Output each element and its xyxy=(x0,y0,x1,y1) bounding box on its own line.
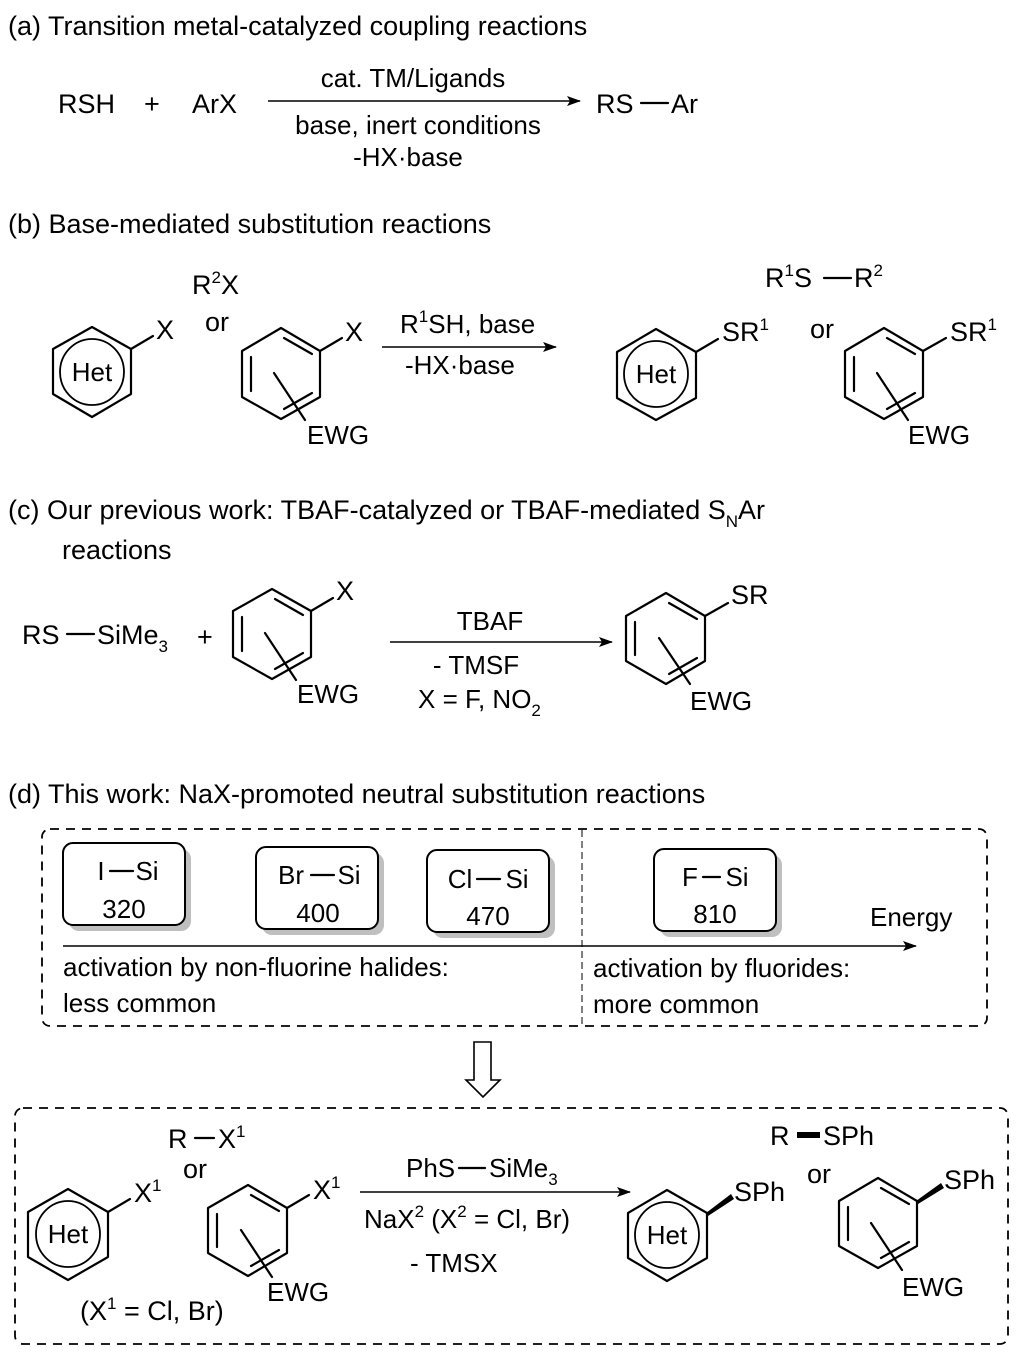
leaving-group-scope: X = F, NO2 xyxy=(418,684,541,720)
ewg-label: EWG xyxy=(908,420,970,450)
bond-energy-value: 320 xyxy=(102,894,145,924)
halide-x1: X1 xyxy=(134,1176,161,1208)
bond-energy-value: 400 xyxy=(296,898,339,928)
leaving-group-x: X xyxy=(156,315,174,345)
heteroarene-ring: Het X1 xyxy=(26,1176,161,1282)
byproduct-label: - TMSX xyxy=(410,1248,498,1278)
wedge-bond xyxy=(706,1194,734,1216)
left-note-line1: activation by non-fluorine halides: xyxy=(63,952,449,982)
reagent-sime3: SiMe3 xyxy=(489,1153,558,1189)
left-note-line2: less common xyxy=(63,988,216,1018)
bond-atom: I xyxy=(97,856,104,886)
reagent-phs: PhS xyxy=(406,1153,455,1183)
or-label: or xyxy=(807,1159,831,1189)
bond-energy-value: 470 xyxy=(466,901,509,931)
product-alkyl-sph: SPh xyxy=(823,1121,874,1151)
ewg-arene-ring: X1 EWG xyxy=(206,1173,340,1307)
energy-box-f-si: F Si 810 xyxy=(653,848,782,937)
alkyl-r: R xyxy=(168,1124,188,1154)
ewg-label: EWG xyxy=(297,679,359,709)
het-label: Het xyxy=(636,359,677,389)
plus-sign: + xyxy=(197,622,213,652)
het-label: Het xyxy=(48,1219,89,1249)
right-note-line1: activation by fluorides: xyxy=(593,953,850,983)
panel-d-title: (d) This work: NaX-promoted neutral subs… xyxy=(8,779,705,809)
het-label: Het xyxy=(72,357,113,387)
energy-box-br-si: Br Si 400 xyxy=(255,846,384,935)
panel-c-title-line2: reactions xyxy=(62,535,172,565)
promoter-label: NaX2 (X2 = Cl, Br) xyxy=(364,1202,570,1234)
right-note-line2: more common xyxy=(593,989,759,1019)
bold-bond xyxy=(797,1132,820,1138)
ewg-label: EWG xyxy=(267,1277,329,1307)
byproduct-label: -HX·base xyxy=(353,142,463,172)
thioether-group: SPh xyxy=(734,1177,785,1207)
conditions-label: base, inert conditions xyxy=(295,110,541,140)
heteroarene-product: Het SR1 xyxy=(615,315,769,422)
silyl-reagent-sime3: SiMe3 xyxy=(97,620,168,656)
energy-box-cl-si: Cl Si 470 xyxy=(426,849,555,938)
heteroarene-ring: Het X xyxy=(51,315,174,419)
alkyl-halide: R2X xyxy=(192,268,239,300)
wedge-bond xyxy=(916,1183,944,1204)
catalyst-label: cat. TM/Ligands xyxy=(321,63,506,93)
ewg-arene-product: SR EWG xyxy=(624,580,769,716)
bond-atom: Si xyxy=(135,856,158,886)
panel-b: (b) Base-mediated substitution reactions… xyxy=(8,209,997,450)
panel-a: (a) Transition metal-catalyzed coupling … xyxy=(8,11,698,172)
ewg-label: EWG xyxy=(307,420,369,450)
byproduct-label: - TMSF xyxy=(433,650,519,680)
panel-c: (c) Our previous work: TBAF-catalyzed or… xyxy=(8,495,769,720)
silyl-reagent-rs: RS xyxy=(22,620,60,650)
energy-box-i-si: I Si 320 xyxy=(62,842,191,931)
thioether-group: SR1 xyxy=(722,315,769,347)
product-ar: Ar xyxy=(671,89,698,119)
reactant-rsh: RSH xyxy=(58,89,115,119)
plus-sign: + xyxy=(144,89,160,119)
bond-atom: Si xyxy=(337,860,360,890)
thioether-group: SR1 xyxy=(950,315,997,347)
ewg-arene-ring: X EWG xyxy=(231,576,359,709)
panel-a-title: (a) Transition metal-catalyzed coupling … xyxy=(8,11,587,41)
bond-atom: Si xyxy=(505,864,528,894)
byproduct-label: -HX·base xyxy=(405,350,515,380)
ewg-arene-ring: X EWG xyxy=(240,317,369,450)
or-label: or xyxy=(183,1154,207,1184)
alkyl-x1: X1 xyxy=(218,1122,245,1154)
product-alkyl-r: R xyxy=(770,1121,790,1151)
leaving-group-x: X xyxy=(336,576,354,606)
leaving-group-x: X xyxy=(345,317,363,347)
reagent-label: R1SH, base xyxy=(400,307,535,339)
bond-atom: Cl xyxy=(448,864,473,894)
energy-comparison-frame xyxy=(41,828,988,1027)
bond-atom: Br xyxy=(278,860,304,890)
halide-x1: X1 xyxy=(313,1173,340,1205)
catalyst-label: TBAF xyxy=(457,606,523,636)
panel-d: (d) This work: NaX-promoted neutral subs… xyxy=(8,779,1009,1345)
or-label: or xyxy=(205,307,229,337)
or-label: or xyxy=(810,314,834,344)
ewg-arene-product: SPh EWG xyxy=(837,1165,995,1302)
alkyl-r2: R2 xyxy=(854,261,883,293)
reaction-frame xyxy=(14,1107,1009,1345)
product-rs: RS xyxy=(596,89,634,119)
thioether-group: SR xyxy=(731,580,769,610)
hollow-down-arrow-icon xyxy=(464,1041,502,1099)
energy-axis-label: Energy xyxy=(870,902,952,932)
bond-atom: F xyxy=(682,862,698,892)
panel-c-title: (c) Our previous work: TBAF-catalyzed or… xyxy=(8,495,765,531)
heteroarene-product: Het SPh xyxy=(626,1177,785,1283)
panel-b-title: (b) Base-mediated substitution reactions xyxy=(8,209,491,239)
ewg-label: EWG xyxy=(690,686,752,716)
bond-atom: Si xyxy=(725,862,748,892)
alkyl-thioether-product: R1S xyxy=(765,261,812,293)
reactant-arx: ArX xyxy=(192,89,237,119)
halide-scope: (X1 = Cl, Br) xyxy=(80,1294,224,1326)
ewg-arene-product: SR1 EWG xyxy=(843,315,997,450)
ewg-label: EWG xyxy=(902,1272,964,1302)
thioether-group: SPh xyxy=(944,1165,995,1195)
bond-energy-value: 810 xyxy=(693,899,736,929)
het-label: Het xyxy=(647,1220,688,1250)
